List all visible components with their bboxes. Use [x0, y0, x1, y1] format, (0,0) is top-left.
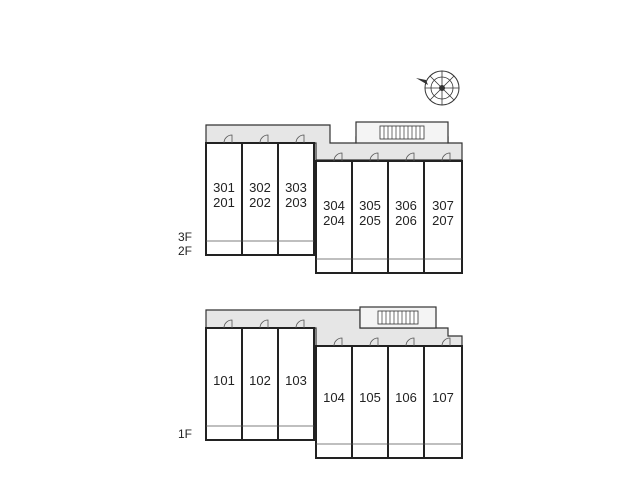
room-201-label: 201 — [213, 195, 235, 210]
room-302-label: 302 — [249, 180, 271, 195]
room-102-label: 102 — [249, 373, 271, 388]
unit-307-207 — [423, 160, 463, 274]
unit-102 — [241, 327, 279, 441]
room-107-label: 107 — [432, 390, 454, 405]
room-101-label: 101 — [213, 373, 235, 388]
unit-106 — [387, 345, 425, 459]
room-304-label: 304 — [323, 198, 345, 213]
unit-103 — [277, 327, 315, 441]
unit-107 — [423, 345, 463, 459]
room-106-label: 106 — [395, 390, 417, 405]
staircase — [359, 306, 437, 329]
room-104-label: 104 — [323, 390, 345, 405]
room-306-label: 306 — [395, 198, 417, 213]
floor-label-2f: 2F — [178, 244, 192, 258]
compass-icon — [416, 70, 460, 106]
floor-label-1f: 1F — [178, 427, 192, 441]
lower-block: 101 102 103 104 105 106 107 1F — [178, 306, 463, 459]
unit-303-203 — [277, 142, 315, 256]
room-204-label: 204 — [323, 213, 345, 228]
unit-302-202 — [241, 142, 279, 256]
room-105-label: 105 — [359, 390, 381, 405]
room-203-label: 203 — [285, 195, 307, 210]
room-206-label: 206 — [395, 213, 417, 228]
room-205-label: 205 — [359, 213, 381, 228]
room-307-label: 307 — [432, 198, 454, 213]
room-305-label: 305 — [359, 198, 381, 213]
unit-101 — [205, 327, 243, 441]
room-303-label: 303 — [285, 180, 307, 195]
room-207-label: 207 — [432, 213, 454, 228]
room-202-label: 202 — [249, 195, 271, 210]
room-301-label: 301 — [213, 180, 235, 195]
staircase — [355, 121, 449, 144]
upper-block: 301 201 302 202 303 203 304 204 305 205 … — [178, 121, 463, 274]
room-103-label: 103 — [285, 373, 307, 388]
floor-label-3f: 3F — [178, 230, 192, 244]
